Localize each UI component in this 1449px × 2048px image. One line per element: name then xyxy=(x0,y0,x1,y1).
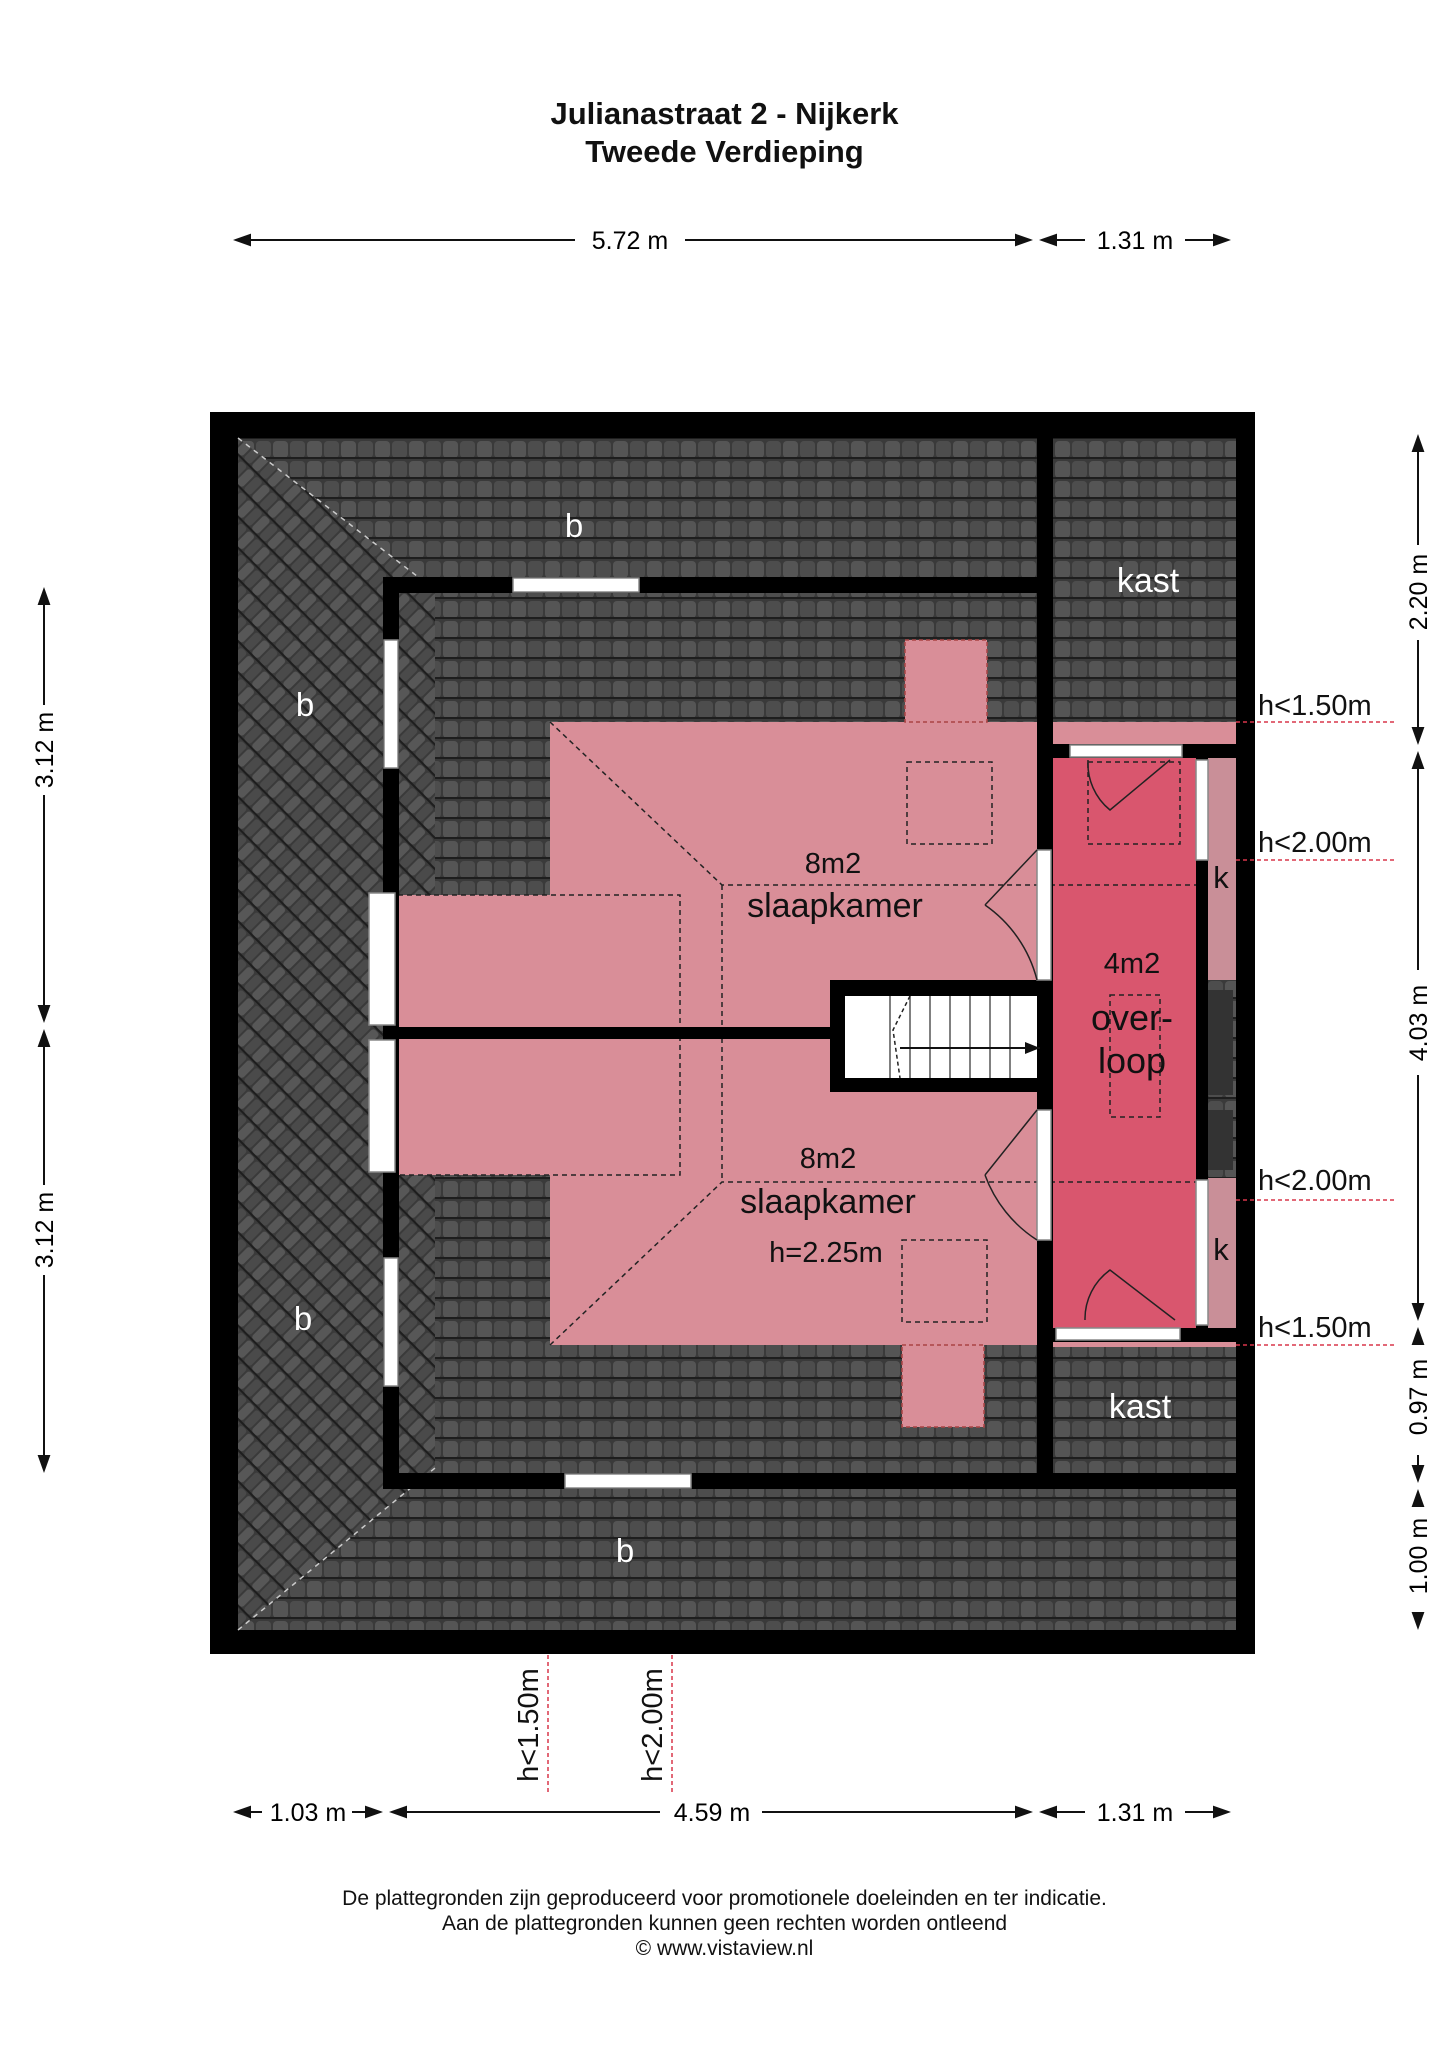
dimension-top xyxy=(233,233,1231,247)
bedroom-top-name: slaapkamer xyxy=(747,887,923,925)
disclaimer-line-2: Aan de plattegronden kunnen geen rechten… xyxy=(441,1912,1008,1935)
landing-name-2: loop xyxy=(1098,1040,1166,1081)
disclaimer-line-3: © www.vistaview.nl xyxy=(635,1937,814,1960)
doors xyxy=(984,759,1209,1326)
closet-label-top: kast xyxy=(1117,562,1180,600)
cupboard-label-top: k xyxy=(1213,860,1229,895)
plan-title: Julianastraat 2 - Nijkerk xyxy=(550,96,899,131)
staircase xyxy=(889,995,1040,1079)
dim-left-upper: 3.12 m xyxy=(31,712,59,788)
dimension-bottom xyxy=(233,1805,1231,1819)
dim-right-middle: 4.03 m xyxy=(1405,985,1433,1061)
height-right-200-bottom: h<2.00m xyxy=(1258,1165,1372,1197)
shaft-2 xyxy=(1205,1110,1233,1170)
height-right-200-top: h<2.00m xyxy=(1258,827,1372,859)
dim-right-lower2: 1.00 m xyxy=(1405,1518,1433,1594)
bedroom-bottom-height: h=2.25m xyxy=(769,1237,883,1269)
height-bottom-150: h<1.50m xyxy=(513,1668,545,1782)
closet-label-bottom: kast xyxy=(1109,1388,1172,1426)
windows xyxy=(368,577,1183,1489)
dim-bottom-left: 1.03 m xyxy=(270,1799,346,1827)
dim-left-lower: 3.12 m xyxy=(31,1192,59,1268)
height-bottom-200: h<2.00m xyxy=(637,1668,669,1782)
plan-subtitle: Tweede Verdieping xyxy=(585,134,864,169)
height-lines xyxy=(547,721,1395,1795)
bedroom-top-area: 8m2 xyxy=(805,848,861,880)
dim-bottom-middle: 4.59 m xyxy=(674,1799,750,1827)
dim-top-main: 5.72 m xyxy=(592,227,668,255)
roof-label-left-upper: b xyxy=(296,686,314,723)
height-right-150-top: h<1.50m xyxy=(1258,690,1372,722)
roof-label-left-lower: b xyxy=(294,1300,312,1337)
roof-label-top: b xyxy=(565,507,583,544)
landing-name-1: over- xyxy=(1091,997,1173,1038)
bedroom-bottom-name: slaapkamer xyxy=(740,1183,916,1221)
dimension-right xyxy=(1411,434,1425,1630)
disclaimer-line-1: De plattegronden zijn geproduceerd voor … xyxy=(342,1887,1107,1910)
dim-right-lower1: 0.97 m xyxy=(1405,1359,1433,1435)
height-right-150-bottom: h<1.50m xyxy=(1258,1312,1372,1344)
landing xyxy=(1050,758,1198,1328)
roof-label-bottom: b xyxy=(616,1532,634,1569)
strip-top xyxy=(1050,722,1236,747)
landing-area: 4m2 xyxy=(1104,948,1160,980)
shaft-1 xyxy=(1205,990,1233,1095)
bedroom-bottom-area: 8m2 xyxy=(800,1143,856,1175)
cupboard-label-bottom: k xyxy=(1213,1232,1229,1267)
dim-right-top: 2.20 m xyxy=(1405,554,1433,630)
dim-top-right: 1.31 m xyxy=(1097,227,1173,255)
dim-bottom-right: 1.31 m xyxy=(1097,1799,1173,1827)
dimension-left xyxy=(37,587,51,1473)
